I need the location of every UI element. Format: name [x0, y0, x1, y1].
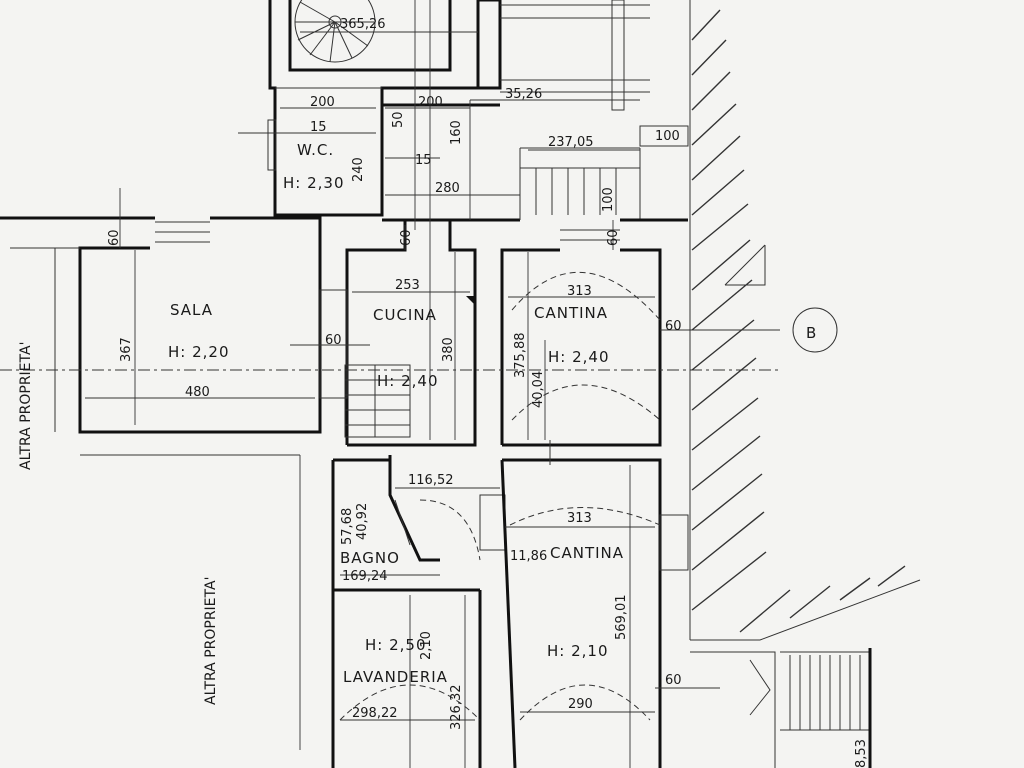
- dim-380: 380: [441, 337, 456, 362]
- dim-200-wc: 200: [310, 95, 335, 110]
- dim-298-22: 298,22: [352, 706, 398, 721]
- dim-480: 480: [185, 385, 210, 400]
- dim-40-92: 40,92: [355, 503, 370, 540]
- external-steps: [500, 0, 689, 220]
- dim-169-24: 169,24: [342, 569, 388, 584]
- room-cantina-upper: [500, 218, 688, 447]
- dim-160: 160: [449, 120, 464, 145]
- sala-height: H: 2,20: [168, 343, 230, 361]
- dim-60-sala: 60: [107, 229, 122, 246]
- dim-100-top: 100: [655, 129, 680, 144]
- dim-290: 290: [568, 697, 593, 712]
- dim-365-26: 365,26: [340, 17, 386, 32]
- dim-100-steps: 100: [601, 187, 616, 212]
- dim-2-10: 2,10: [419, 631, 434, 660]
- cantina-upper-height: H: 2,40: [548, 348, 610, 366]
- lower-right-stairs: [690, 648, 872, 768]
- dim-237-05: 237,05: [548, 135, 594, 150]
- dim-313-lower: 313: [567, 511, 592, 526]
- dim-35-26: 35,26: [505, 87, 542, 102]
- spiral-staircase: [294, 0, 376, 63]
- dim-57-68: 57,68: [340, 508, 355, 545]
- wc-name: W.C.: [297, 141, 334, 159]
- dim-8-53: 8,53: [854, 739, 869, 768]
- dim-60-cucina: 60: [399, 229, 414, 246]
- dim-200-corridor: 200: [418, 95, 443, 110]
- dim-15-wc: 15: [310, 120, 327, 135]
- cucina-height: H: 2,40: [377, 372, 439, 390]
- dim-60-right: 60: [665, 319, 682, 334]
- lavanderia-height: H: 2,50: [365, 636, 427, 654]
- dim-367: 367: [119, 337, 134, 362]
- upper-block: [267, 0, 520, 222]
- cantina-upper-name: CANTINA: [534, 304, 608, 322]
- dim-253: 253: [395, 278, 420, 293]
- altra-proprieta-left: ALTRA PROPRIETA': [18, 342, 34, 470]
- wc-height: H: 2,30: [283, 174, 345, 192]
- dim-116-52: 116,52: [408, 473, 454, 488]
- dim-50: 50: [391, 111, 406, 128]
- dim-375-88: 375,88: [513, 333, 528, 379]
- dimension-lines: [80, 0, 720, 768]
- lavanderia-name: LAVANDERIA: [343, 668, 448, 686]
- cantina-lower-height: H: 2,10: [547, 642, 609, 660]
- dim-15-corridor: 15: [415, 153, 432, 168]
- bagno-name: BAGNO: [340, 549, 400, 567]
- dim-60-lower: 60: [665, 673, 682, 688]
- room-cucina: [319, 220, 477, 447]
- dim-569-01: 569,01: [614, 595, 629, 641]
- cantina-lower-name: CANTINA: [550, 544, 624, 562]
- room-sala: [0, 216, 322, 434]
- cucina-name: CUCINA: [373, 306, 437, 324]
- dim-11-86: 11,86: [510, 549, 547, 564]
- dim-40-04: 40,04: [531, 371, 546, 408]
- dim-60-door: 60: [325, 333, 342, 348]
- dim-60-cantina: 60: [606, 229, 621, 246]
- room-cantina-lower: [500, 440, 689, 768]
- right-boundary-hatch: [689, 0, 921, 641]
- sala-name: SALA: [170, 301, 213, 319]
- dim-240: 240: [351, 157, 366, 182]
- altra-proprieta-mid: ALTRA PROPRIETA': [203, 577, 219, 705]
- dim-313-upper: 313: [567, 284, 592, 299]
- section-marker-b: B: [806, 324, 817, 342]
- dim-280: 280: [435, 181, 460, 196]
- dim-326-32: 326,32: [449, 685, 464, 731]
